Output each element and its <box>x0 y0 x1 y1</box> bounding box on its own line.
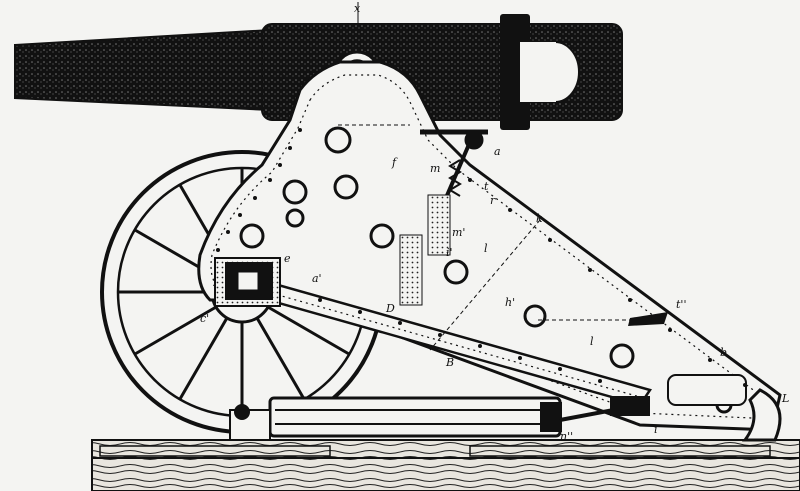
rivets <box>216 128 747 387</box>
label-a: a <box>494 145 501 158</box>
label-c-prime: c' <box>200 312 209 325</box>
label-r: r <box>490 194 496 207</box>
label-k: k <box>536 212 543 225</box>
label-f: f <box>391 156 398 169</box>
figure-labels: x c c' e a' a f m m' t r k l l i' D B h'… <box>200 2 789 443</box>
label-D: D <box>385 302 395 315</box>
label-L: L <box>781 392 789 405</box>
label-e: e <box>284 252 291 265</box>
elevating-gear <box>399 129 488 306</box>
trail-spade <box>667 374 782 442</box>
label-n-double: n'' <box>560 430 573 443</box>
label-x: x <box>354 2 361 15</box>
carriage-side-plate <box>197 60 782 432</box>
label-b: b <box>720 346 727 359</box>
label-c: c <box>278 70 284 83</box>
label-h-prime: h' <box>505 296 515 309</box>
recoil-cylinder <box>229 396 650 441</box>
label-a-prime: a' <box>312 272 322 285</box>
label-m-prime: m' <box>452 226 465 239</box>
label-t-double: t'' <box>676 298 686 311</box>
axle-block <box>214 257 281 307</box>
reference-lines <box>338 124 630 351</box>
label-i-prime: i' <box>446 246 453 259</box>
platform <box>91 439 800 491</box>
label-t: t <box>484 180 489 193</box>
label-l-lower: l <box>590 335 594 348</box>
sight-lever <box>628 312 668 326</box>
label-m: m <box>430 162 440 175</box>
label-i: i <box>654 423 658 436</box>
label-l-upper: l <box>484 242 488 255</box>
label-B: B <box>445 356 454 369</box>
